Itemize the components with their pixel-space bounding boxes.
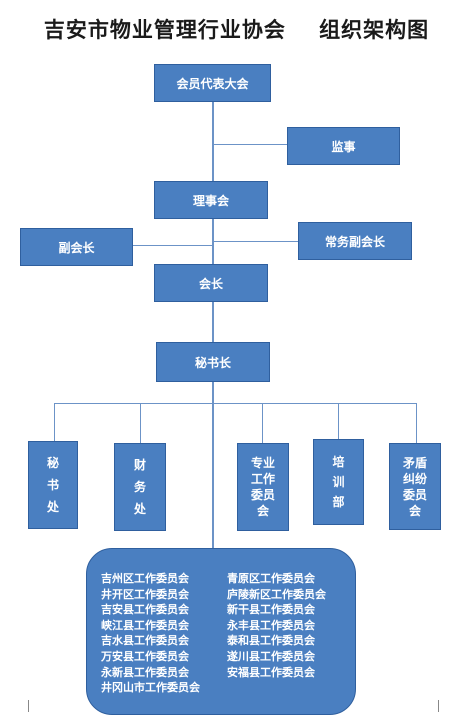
- committee-item: 吉水县工作委员会: [101, 634, 189, 648]
- district-committees-box: 吉州区工作委员会 井开区工作委员会 吉安县工作委员会 峡江县工作委员会 吉水县工…: [86, 548, 356, 715]
- committee-item: 青原区工作委员会: [227, 572, 315, 585]
- dept-char: 培: [332, 455, 345, 469]
- dept-char: 秘: [46, 456, 59, 470]
- connector-main-vertical: [212, 100, 214, 548]
- dept-char: 训: [332, 475, 345, 489]
- committees-left-column: 吉州区工作委员会 井开区工作委员会 吉安县工作委员会 峡江县工作委员会 吉水县工…: [101, 571, 200, 696]
- node-vice-president: 副会长: [20, 228, 133, 266]
- dept-char: 处: [46, 500, 59, 514]
- dept-char: 会: [256, 504, 269, 518]
- committee-item: 安福县工作委员会: [227, 665, 315, 679]
- dept-training: 培 训 部: [313, 439, 364, 525]
- committee-item: 万安县工作委员会: [101, 649, 189, 663]
- committee-item: 庐陵新区工作委员会: [227, 587, 326, 601]
- connector-vice-president: [132, 245, 213, 246]
- corner-mark-right: [430, 700, 439, 712]
- dept-secretariat: 秘 书 处: [28, 441, 78, 529]
- node-president: 会长: [154, 264, 268, 302]
- connector-dept-4: [338, 403, 339, 439]
- committee-item: 井开区工作委员会: [101, 587, 189, 601]
- committee-item: 吉安县工作委员会: [101, 603, 189, 617]
- corner-mark-left: [28, 700, 37, 712]
- committee-item: 新干县工作委员会: [227, 603, 315, 617]
- dept-char: 纠纷: [402, 471, 427, 486]
- node-council: 理事会: [154, 181, 268, 219]
- connector-executive-vice-president: [213, 241, 299, 242]
- committee-item: 永丰县工作委员会: [227, 618, 315, 632]
- committee-item: 永新县工作委员会: [101, 665, 189, 679]
- dept-char: 委员: [402, 487, 427, 502]
- connector-dept-2: [140, 403, 141, 443]
- dept-finance: 财 务 处: [114, 443, 166, 531]
- node-congress: 会员代表大会: [154, 64, 271, 102]
- committee-item: 峡江县工作委员会: [101, 618, 189, 632]
- connector-supervisor: [213, 144, 288, 145]
- connector-departments-horizontal: [54, 403, 417, 404]
- dept-char: 专业: [250, 456, 275, 470]
- committee-item: 泰和县工作委员会: [227, 634, 315, 648]
- dept-char: 财: [133, 458, 146, 472]
- dept-char: 矛盾: [402, 455, 427, 470]
- dept-dispute-committee: 矛盾 纠纷 委员 会: [389, 443, 441, 530]
- dept-char: 部: [332, 495, 345, 509]
- connector-dept-5: [416, 403, 417, 443]
- dept-char: 工作: [250, 472, 275, 486]
- dept-char: 处: [133, 502, 146, 516]
- dept-char: 会: [408, 503, 421, 518]
- page-title: 吉安市物业管理行业协会 组织架构图: [43, 18, 430, 42]
- dept-char: 书: [46, 478, 59, 492]
- connector-dept-3: [262, 403, 263, 443]
- connector-dept-1: [54, 403, 55, 441]
- node-executive-vice-president: 常务副会长: [298, 222, 412, 260]
- committee-item: 遂川县工作委员会: [227, 649, 315, 663]
- dept-char: 务: [133, 480, 146, 494]
- dept-professional-committee: 专业 工作 委员 会: [237, 443, 289, 531]
- dept-char: 委员: [250, 488, 275, 502]
- node-supervisor: 监事: [287, 127, 400, 165]
- node-secretary-general: 秘书长: [156, 342, 270, 382]
- committee-item: 吉州区工作委员会: [101, 572, 189, 585]
- committee-item: 井冈山市工作委员会: [101, 681, 200, 695]
- committees-right-column: 青原区工作委员会 庐陵新区工作委员会 新干县工作委员会 永丰县工作委员会 泰和县…: [227, 571, 326, 680]
